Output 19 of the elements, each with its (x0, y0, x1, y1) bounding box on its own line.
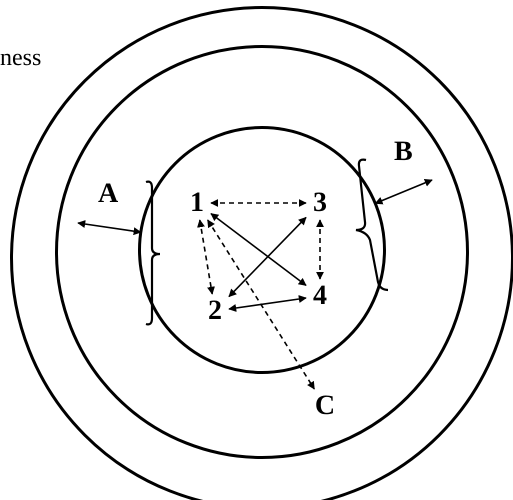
node-label: 4 (310, 283, 330, 309)
arrow (210, 212, 307, 286)
arrow (197, 219, 215, 295)
node-label: C (313, 393, 337, 419)
arrow (374, 179, 433, 204)
arrow (210, 199, 307, 207)
node-label: 3 (310, 190, 330, 216)
node-label: 1 (187, 190, 207, 216)
arrow (316, 219, 324, 280)
arrow (207, 219, 315, 390)
node-label: 2 (205, 298, 225, 324)
caption-text: ness (0, 46, 42, 70)
region-label: B (394, 138, 413, 166)
circle-outline (138, 126, 386, 374)
arrow (228, 295, 307, 312)
arrow (228, 216, 307, 298)
arrow (77, 220, 142, 236)
circle-outline (55, 45, 469, 459)
region-label: A (98, 180, 118, 208)
